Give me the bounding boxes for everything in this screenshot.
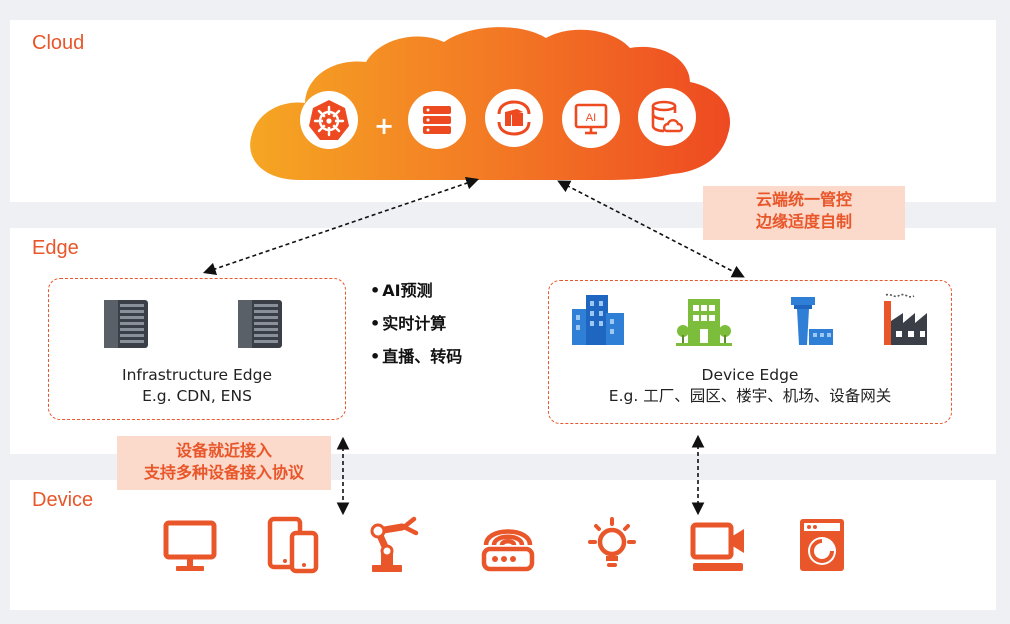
camera-icon — [690, 522, 744, 571]
monitor-icon — [163, 520, 217, 571]
cloud-layer-label: Cloud — [32, 32, 85, 54]
device-layer-label: Device — [32, 489, 94, 511]
edge-server-icon — [238, 300, 282, 348]
city-buildings-icon — [572, 295, 624, 345]
cloud-infra-arrow — [202, 177, 480, 275]
kubernetes-icon — [300, 91, 358, 149]
capability-item: AI预测 — [370, 274, 462, 307]
edge-layer-label: Edge — [32, 237, 79, 259]
airport-tower-icon — [791, 297, 833, 345]
device-access-callout: 设备就近接入 支持多种设备接入协议 — [117, 436, 331, 490]
factory-icon — [884, 293, 927, 345]
server-stack-icon — [408, 91, 466, 149]
edge-server-icon — [104, 300, 148, 348]
washing-machine-icon — [800, 519, 844, 571]
capability-list: AI预测 实时计算 直播、转码 — [370, 274, 462, 373]
tablet-phone-icon — [267, 516, 319, 574]
ai-monitor-icon: AI — [562, 90, 620, 148]
infrastructure-edge-box: Infrastructure Edge E.g. CDN, ENS — [48, 278, 346, 420]
capability-item: 实时计算 — [370, 307, 462, 340]
cloud-device-edge-arrow — [557, 180, 745, 278]
capability-item: 直播、转码 — [370, 340, 462, 373]
infrastructure-edge-title: Infrastructure Edge — [122, 366, 272, 384]
robot-arm-icon — [370, 516, 419, 572]
cloud-edge-callout: 云端统一管控 边缘适度自制 — [703, 186, 905, 240]
callout-line: 云端统一管控 — [755, 190, 852, 209]
callout-line: 边缘适度自制 — [755, 212, 852, 231]
park-building-icon — [676, 299, 732, 346]
plus-sign: + — [374, 112, 395, 140]
container-icon — [485, 89, 543, 147]
ai-badge-label: AI — [586, 112, 596, 124]
callout-line: 设备就近接入 — [175, 441, 272, 460]
cloud-database-icon — [638, 88, 696, 146]
device-edge-example: E.g. 工厂、园区、楼宇、机场、设备网关 — [608, 387, 892, 405]
lightbulb-icon — [588, 517, 636, 567]
router-icon — [481, 529, 535, 572]
callout-line: 支持多种设备接入协议 — [143, 463, 304, 482]
infrastructure-edge-example: E.g. CDN, ENS — [142, 387, 252, 405]
device-edge-box: Device Edge E.g. 工厂、园区、楼宇、机场、设备网关 — [548, 280, 952, 424]
device-edge-title: Device Edge — [701, 366, 799, 384]
